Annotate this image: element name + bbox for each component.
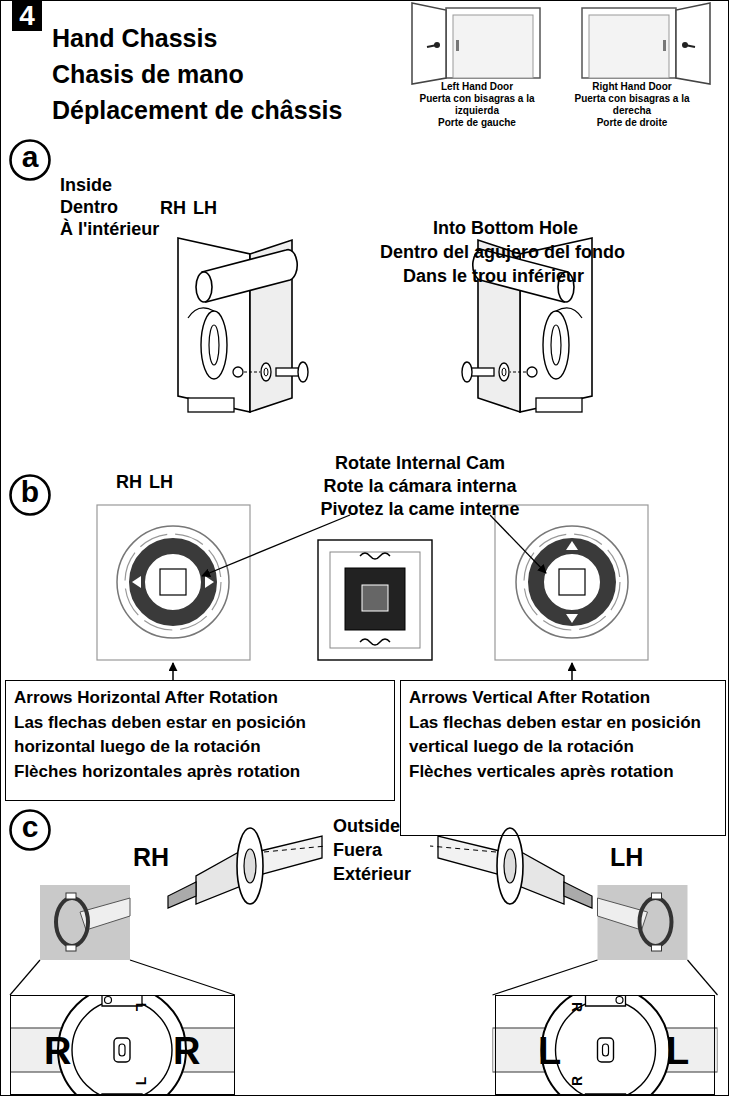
chassis-front bbox=[318, 540, 432, 660]
label-text: Chasis de mano bbox=[52, 60, 244, 89]
node-text: Flèches verticales après rotation bbox=[409, 760, 717, 785]
label-text: Porte de gauche bbox=[412, 117, 542, 129]
step-number: 4 bbox=[12, 1, 42, 31]
section-letter: a bbox=[8, 138, 52, 182]
label-text: Dans le trou inférieur bbox=[403, 266, 584, 287]
left-hand-door-icon bbox=[412, 3, 540, 84]
node-text: L bbox=[666, 1032, 689, 1070]
cam-rh-lh bbox=[117, 526, 229, 638]
section-letter: c bbox=[8, 808, 52, 852]
rh-assembly bbox=[168, 828, 322, 908]
rh-detail-callout bbox=[10, 885, 235, 995]
cam-frame bbox=[97, 505, 250, 660]
label-text: Inside bbox=[60, 175, 112, 196]
cam-arrow bbox=[205, 576, 214, 588]
label-text: Into Bottom Hole bbox=[433, 218, 578, 239]
label-text: Pivotez la came interne bbox=[320, 499, 519, 520]
node-text: L bbox=[134, 1003, 148, 1012]
label-text: LH bbox=[610, 843, 643, 872]
cam-block bbox=[345, 568, 405, 630]
label-text: LH bbox=[149, 472, 173, 493]
label-text: LH bbox=[193, 198, 217, 219]
node-text: 4 bbox=[12, 1, 42, 31]
rh-lh-chassis bbox=[178, 238, 308, 412]
label-text: Left Hand Door bbox=[412, 81, 542, 93]
spring bbox=[360, 553, 390, 559]
cam-frame bbox=[495, 505, 648, 660]
label-text: Dentro del agujero del fondo bbox=[380, 242, 625, 263]
title-text: Hand Chassis bbox=[52, 24, 217, 53]
note-box: Arrows Horizontal After RotationLas flec… bbox=[5, 680, 395, 801]
label-text: Déplacement de châssis bbox=[52, 96, 342, 125]
right-hand-door-icon bbox=[582, 3, 710, 84]
node-text: Las flechas deben estar en posición vert… bbox=[409, 711, 717, 760]
pointer-arrow bbox=[172, 663, 174, 680]
pointer-arrow bbox=[571, 663, 573, 680]
label-text: Right Hand Door bbox=[567, 81, 697, 93]
cam-arrow bbox=[132, 576, 141, 588]
node-text: L bbox=[538, 1032, 561, 1070]
cam-block-hole bbox=[362, 585, 388, 611]
node-text: a bbox=[8, 138, 52, 176]
section-letter: b bbox=[8, 473, 52, 517]
note-box: Arrows Vertical After RotationLas flecha… bbox=[400, 680, 726, 836]
label-text: RH bbox=[116, 472, 142, 493]
label-text: Rote la cámara interna bbox=[323, 476, 516, 497]
detail-inset: R R L L bbox=[10, 995, 235, 1095]
node-text: R bbox=[570, 1002, 584, 1012]
spring bbox=[360, 639, 390, 645]
cam-arrow bbox=[566, 614, 578, 623]
node-text: R bbox=[570, 1076, 584, 1086]
node-text: L bbox=[134, 1077, 148, 1086]
lh-detail-callout bbox=[493, 885, 718, 995]
label-text: RH bbox=[133, 843, 169, 872]
node-text: c bbox=[8, 808, 52, 846]
node-text: R bbox=[44, 1032, 71, 1070]
label-text: Dentro bbox=[60, 197, 118, 218]
chassis-front-detail bbox=[330, 552, 420, 648]
dashed-guide bbox=[264, 846, 326, 852]
node-text: R bbox=[173, 1032, 200, 1070]
label-text: Puerta con bisagras a la izquierda bbox=[418, 93, 536, 116]
node-text: Las flechas deben estar en posición hori… bbox=[14, 711, 386, 760]
dashed-guide bbox=[430, 846, 496, 852]
detail-inset: LLRR bbox=[495, 995, 715, 1095]
node-text: Arrows Horizontal After Rotation bbox=[14, 686, 386, 711]
label-text: Rotate Internal Cam bbox=[335, 453, 505, 474]
lh-detail-enlarged bbox=[493, 986, 718, 1096]
leader-arrow bbox=[490, 515, 546, 573]
label-text: Puerta con bisagras a la derecha bbox=[573, 93, 691, 116]
label-text: À l'intérieur bbox=[60, 219, 159, 240]
label-text: RH bbox=[160, 198, 186, 219]
label-text: Porte de droite bbox=[567, 117, 697, 129]
label-text: Fuera bbox=[333, 840, 382, 861]
cam-arrow bbox=[566, 541, 578, 550]
node-text: Flèches horizontales après rotation bbox=[14, 760, 386, 785]
leader-arrow bbox=[202, 515, 350, 576]
lh-assembly bbox=[438, 828, 592, 908]
label-text: Extérieur bbox=[333, 864, 411, 885]
node-text: Arrows Vertical After Rotation bbox=[409, 686, 717, 711]
label-text: Outside bbox=[333, 816, 400, 837]
chassis-mirrored bbox=[462, 238, 592, 412]
rh-detail-enlarged bbox=[10, 986, 235, 1096]
node-text: b bbox=[8, 473, 52, 511]
cam-vertical bbox=[516, 526, 628, 638]
